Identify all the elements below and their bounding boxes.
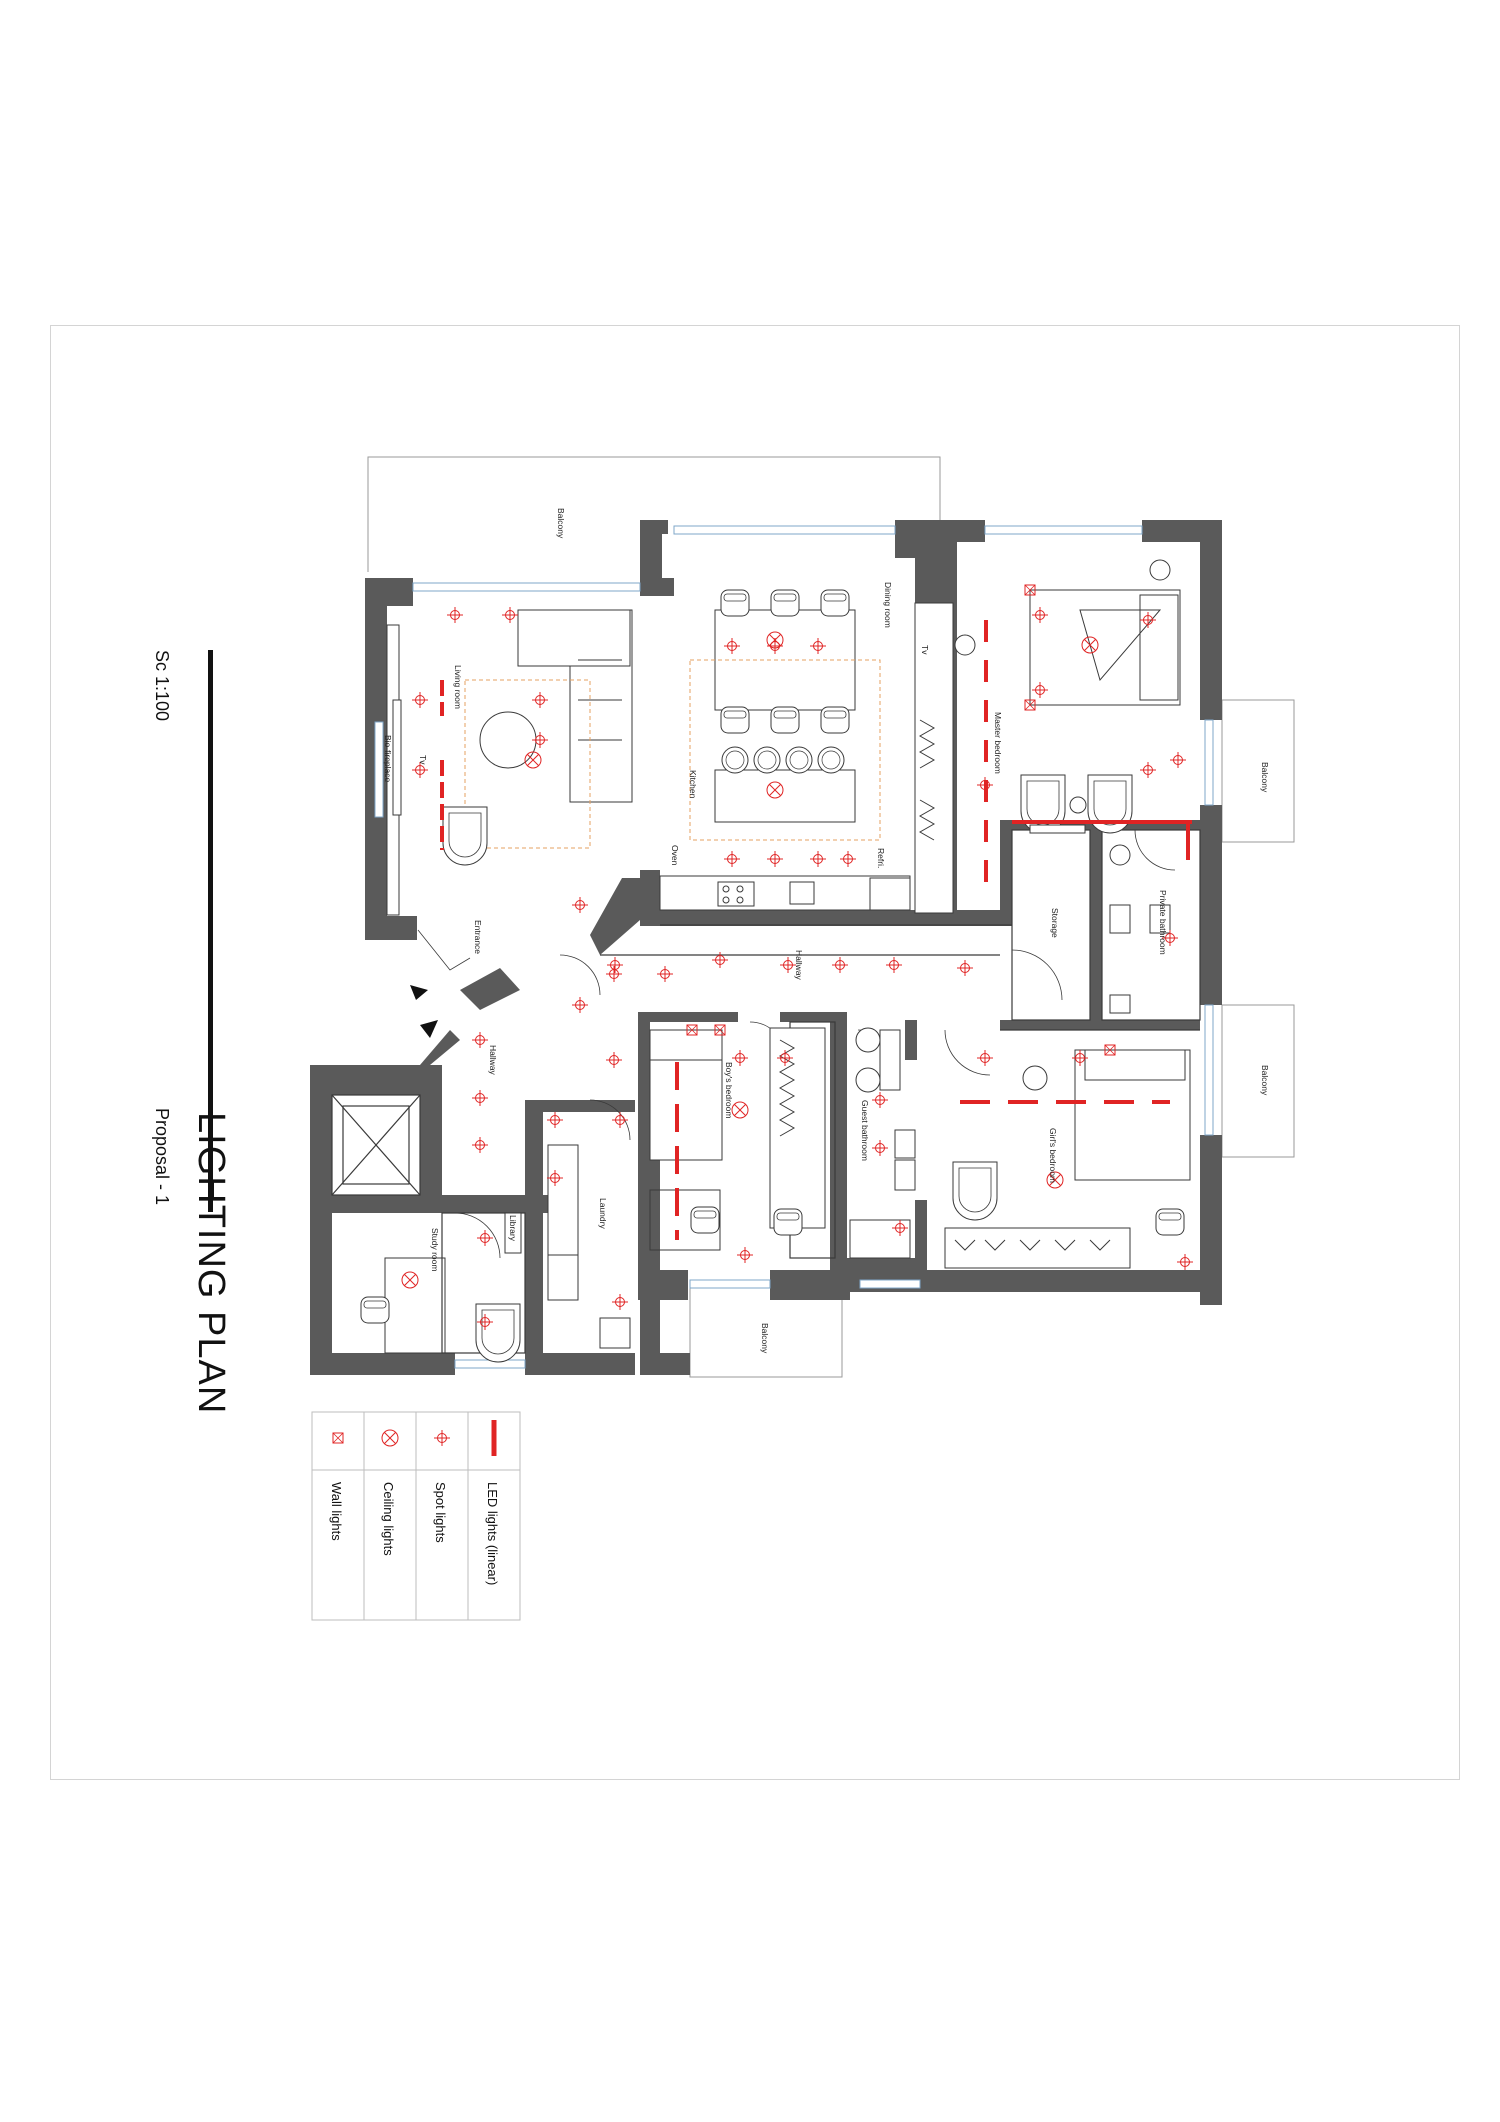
label-entrance: Entrance bbox=[473, 920, 483, 954]
label-hallway-lower: Hallway bbox=[488, 1045, 498, 1076]
legend-wall-symbol bbox=[332, 1432, 344, 1444]
sheet-frame bbox=[50, 325, 1460, 1780]
windows bbox=[374, 525, 1214, 1369]
title-rule bbox=[208, 650, 213, 1212]
legend-led-label: LED lights (linear) bbox=[485, 1482, 500, 1585]
label-master-bedroom: Master bedroom bbox=[993, 712, 1003, 774]
entry-arrows bbox=[410, 985, 438, 1038]
label-bio-fireplace: Bio-fireplace bbox=[383, 735, 393, 783]
legend-ceiling-label: Ceiling lights bbox=[381, 1482, 396, 1556]
label-balcony-right-top: Balcony bbox=[1260, 762, 1270, 793]
label-living-room: Living room bbox=[453, 665, 463, 709]
label-study-room: Study room bbox=[430, 1228, 440, 1271]
led-linear-lights bbox=[440, 620, 1192, 1240]
furniture bbox=[360, 559, 1191, 1363]
label-kitchen: Kitchen bbox=[688, 770, 698, 799]
legend-spot-label: Spot lights bbox=[433, 1482, 448, 1543]
label-girls-bedroom: Girl's bedroom bbox=[1048, 1128, 1058, 1183]
label-hallway-upper: Hallway bbox=[794, 950, 804, 981]
legend: LED lights (linear) Spot lights Ceiling … bbox=[311, 1411, 521, 1621]
label-library: Library bbox=[508, 1215, 518, 1242]
label-boys-bedroom: Boy's bedroom bbox=[724, 1062, 734, 1118]
label-dining-room: Dining room bbox=[883, 582, 893, 628]
label-balcony-bottom: Balcony bbox=[760, 1323, 770, 1354]
label-balcony-top: Balcony bbox=[556, 508, 566, 539]
label-refri: Refri. bbox=[876, 848, 886, 868]
label-storage: Storage bbox=[1050, 908, 1060, 938]
legend-spot-symbol bbox=[433, 1429, 451, 1447]
balconies bbox=[367, 456, 1295, 1378]
label-balcony-right-bottom: Balcony bbox=[1260, 1065, 1270, 1096]
label-laundry: Laundry bbox=[598, 1198, 608, 1229]
label-oven: Oven bbox=[670, 845, 680, 866]
label-tv-master: Tv bbox=[920, 645, 930, 655]
label-private-bathroom: Private bathroom bbox=[1158, 890, 1168, 955]
room-labels: Balcony Living room Bio-fireplace Tv Din… bbox=[383, 508, 1270, 1354]
legend-wall-label: Wall lights bbox=[329, 1482, 344, 1541]
label-guest-bathroom: Guest bathroom bbox=[860, 1100, 870, 1161]
label-tv-living: Tv bbox=[418, 755, 428, 765]
legend-ceiling-symbol bbox=[381, 1429, 399, 1447]
